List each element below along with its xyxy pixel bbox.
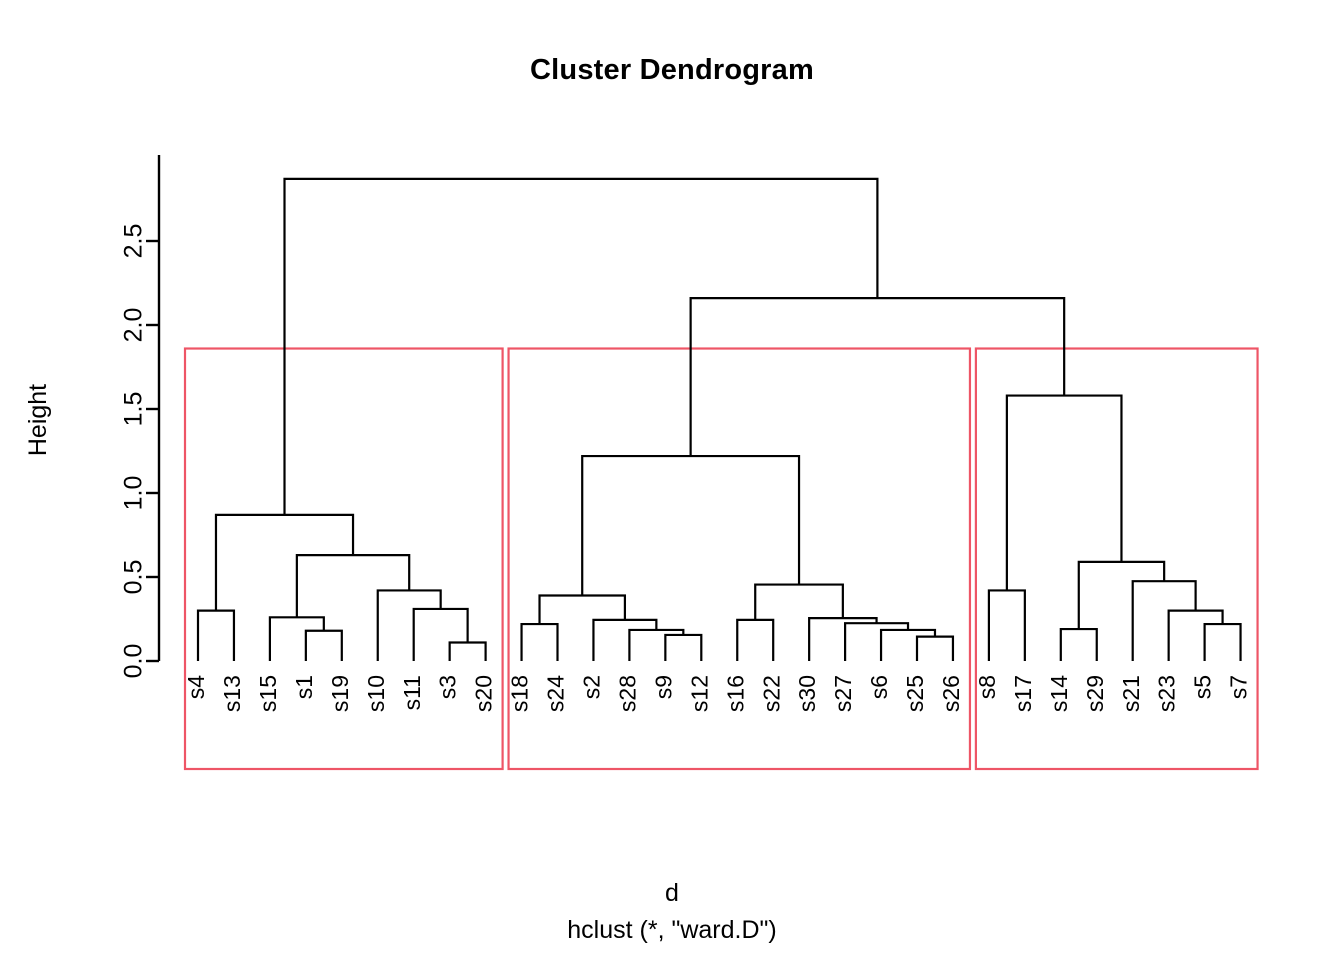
y-axis: 0.0 0.5 1.0 1.5 2.0 2.5 [120,155,161,679]
leaf-label-s23: s23 [1154,675,1180,712]
leaf-label-s27: s27 [830,675,856,712]
leaf-label-s13: s13 [219,675,245,712]
leaf-label-s21: s21 [1118,675,1144,712]
dendrogram-merge-m22 [1059,627,1098,661]
y-axis-tick-label: 0.5 [120,560,148,595]
caption-xlabel: d [665,879,679,907]
leaf-label-s10: s10 [363,675,389,712]
y-axis-tick-label: 0.0 [120,644,148,679]
dendrogram-merge-m14 [736,618,775,661]
plot-caption: d hclust (*, "ward.D") [0,875,1344,949]
dendrogram-merge-m6 [376,589,442,661]
leaf-label-s1: s1 [291,675,317,699]
leaf-label-s8: s8 [974,675,1000,699]
leaf-label-s24: s24 [543,675,569,712]
dendrogram-merge-m3 [268,616,325,661]
y-axis-tick-label: 1.0 [120,476,148,511]
caption-method: hclust (*, "ward.D") [567,916,777,944]
page-title: Cluster Dendrogram [530,54,814,86]
dendrogram-merge-m9 [520,622,559,661]
dendrogram-merge-m12 [592,618,658,661]
cluster-rectangles [183,347,1259,771]
dendrogram-merge-m21 [987,589,1026,661]
leaf-label-s2: s2 [579,675,605,699]
leaf-label-s7: s7 [1226,675,1252,699]
dendrogram-merge-m28 [689,297,1066,457]
dendrogram-merge-m1 [196,609,236,661]
dendrogram-merge-m16 [879,628,937,661]
dendrogram-merge-m7 [295,554,411,618]
leaf-label-s11: s11 [399,675,425,710]
dendrogram-links [196,177,1242,661]
leaf-labels: s4 s13 s15 s1 s19 s10 s11 s3 s20 s18 s24 s2 s28 s9 s12… [183,675,1252,712]
leaf-label-s6: s6 [866,675,892,699]
dendrogram-merge-m23 [1203,622,1242,661]
leaf-label-s18: s18 [507,675,533,712]
leaf-label-s19: s19 [327,675,353,712]
leaf-label-s12: s12 [686,675,712,712]
cluster-box-cluster-3 [974,347,1259,771]
leaf-label-s5: s5 [1190,675,1216,699]
leaf-label-s29: s29 [1082,675,1108,712]
leaf-label-s26: s26 [938,675,964,712]
dendrogram-merge-m19 [754,583,844,620]
leaf-label-s22: s22 [758,675,784,712]
dendrogram-merge-m2 [304,629,343,661]
leaf-label-s14: s14 [1046,675,1072,712]
y-axis-tick-label: 2.5 [120,224,148,259]
dendrogram-merge-m29 [283,177,879,515]
leaf-label-s25: s25 [902,675,928,712]
dendrogram-merge-m25 [1131,580,1197,661]
y-axis-tick-label: 2.0 [120,308,148,343]
cluster-box-cluster-1 [183,347,504,771]
leaf-label-s4: s4 [183,675,209,700]
leaf-label-s9: s9 [650,675,676,699]
dendrogram-merge-m18 [808,617,878,661]
dendrogram-merge-m4 [448,641,487,661]
dendrogram-merge-m10 [664,633,703,661]
dendrogram-merge-m8 [214,513,355,611]
leaf-label-s17: s17 [1010,675,1036,712]
leaf-label-s15: s15 [255,675,281,712]
dendrogram-merge-m15 [915,635,955,661]
y-axis-tick-label: 1.5 [120,392,148,427]
leaf-label-s20: s20 [471,675,497,712]
leaf-label-s16: s16 [722,675,748,712]
dendrogram-merge-m26 [1077,560,1166,630]
leaf-label-s28: s28 [614,675,640,712]
dendrogram-merge-m5 [412,607,469,661]
dendrogram-merge-m20 [581,454,801,596]
dendrogram-merge-m24 [1167,609,1224,661]
leaf-label-s3: s3 [435,675,461,699]
leaf-label-s30: s30 [794,675,820,712]
cluster-box-cluster-2 [507,347,972,771]
